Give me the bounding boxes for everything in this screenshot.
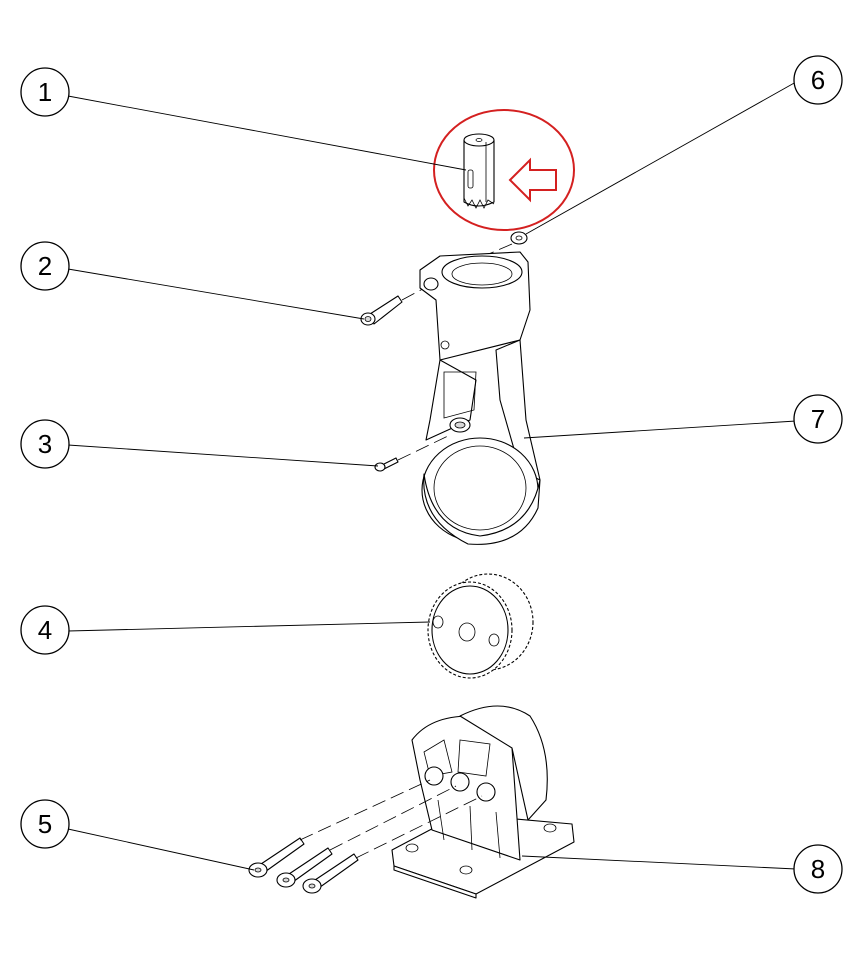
part-1-pin — [463, 133, 495, 209]
callout-8: 8 — [793, 844, 843, 894]
callout-1-label: 1 — [38, 77, 52, 107]
highlight-marker — [433, 109, 575, 231]
callout-1: 1 — [20, 67, 70, 117]
part-4-gear — [427, 573, 534, 679]
arrow-left-icon — [508, 157, 557, 203]
leader-lines — [67, 81, 797, 871]
part-2-screw — [360, 295, 403, 326]
callout-4-label: 4 — [38, 615, 52, 645]
part-8-base — [391, 705, 575, 899]
callout-6-label: 6 — [811, 65, 825, 95]
part-3-screw — [374, 457, 399, 472]
callout-3: 3 — [20, 419, 70, 469]
red-circle-icon — [433, 109, 575, 231]
callout-4: 4 — [20, 605, 70, 655]
callout-3-label: 3 — [38, 429, 52, 459]
callout-2: 2 — [20, 241, 70, 291]
part-7-arm-bracket — [419, 251, 541, 545]
callout-2-label: 2 — [38, 251, 52, 281]
part-5-screws — [248, 837, 359, 894]
part-6-washer — [510, 231, 528, 245]
callout-7: 7 — [793, 394, 843, 444]
callout-5: 5 — [20, 799, 70, 849]
callout-6: 6 — [793, 55, 843, 105]
callout-8-label: 8 — [811, 854, 825, 884]
callout-5-label: 5 — [38, 809, 52, 839]
callout-7-label: 7 — [811, 404, 825, 434]
